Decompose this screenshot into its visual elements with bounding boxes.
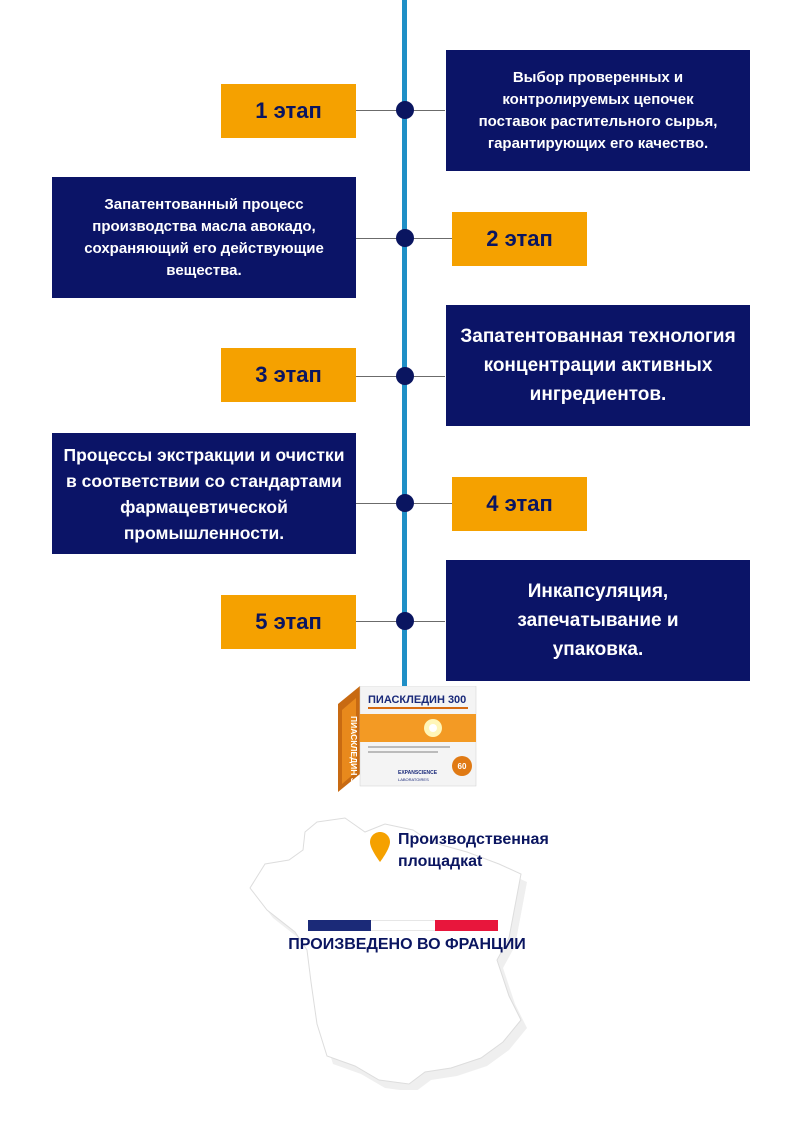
- stage-label-2: 2 этап: [452, 212, 587, 266]
- stage-desc-2-line: сохраняющий его действующие: [84, 239, 324, 257]
- production-site-line: Производственная: [398, 831, 549, 848]
- stage-desc-3-line: Запатентованная технология: [460, 326, 736, 347]
- stage-label-5: 5 этап: [221, 595, 356, 649]
- stage-desc-3: Запатентованная технология концентрации …: [446, 305, 750, 426]
- stage-desc-4-line: Процессы экстракции и очистки: [63, 444, 345, 465]
- stage-desc-1-line: контролируемых цепочек: [502, 90, 694, 108]
- stage-desc-5: Инкапсуляция, запечатывание и упаковка.: [446, 560, 750, 681]
- stage-desc-5-line: Инкапсуляция,: [527, 581, 669, 602]
- stage-desc-1-line: гарантирующих его качество.: [487, 134, 709, 152]
- package-count: 60: [458, 762, 467, 771]
- timeline-dot-4: [396, 494, 414, 512]
- production-site-line: площадкаt: [398, 853, 483, 870]
- timeline-dot-3: [396, 367, 414, 385]
- stage-desc-1-line: поставок растительного сырья,: [478, 112, 718, 130]
- stage-desc-4-line: в соответствии со стандартами: [66, 470, 342, 491]
- stage-desc-4-line: промышленности.: [123, 522, 285, 543]
- timeline-dot-1: [396, 101, 414, 119]
- stage-desc-2-line: производства масла авокадо,: [92, 217, 316, 235]
- stage-label-1: 1 этап: [221, 84, 356, 138]
- stage-desc-5-line: запечатывание и: [517, 610, 679, 631]
- stage-label-3: 3 этап: [221, 348, 356, 402]
- stage-desc-4-line: фармацевтической: [120, 496, 288, 517]
- stage-label-4: 4 этап: [452, 477, 587, 531]
- made-in-france-text: ПРОИЗВЕДЕНО ВО ФРАНЦИИ: [288, 936, 526, 953]
- stage-desc-4: Процессы экстракции и очистки в соответс…: [52, 433, 356, 554]
- timeline-line: [402, 0, 407, 690]
- stage-desc-5-line: упаковка.: [552, 639, 644, 660]
- stage-desc-1-line: Выбор проверенных и: [512, 68, 684, 86]
- stage-desc-3-line: концентрации активных: [483, 355, 713, 376]
- product-package: ПИАСКЛЕДИН 300 ПИАСКЛЕДИН 300 60 EXPANSC…: [338, 686, 477, 792]
- flag-stripe-white: [371, 920, 435, 931]
- package-brand-sub: LABORATOIRES: [398, 777, 429, 782]
- flag-stripe-blue: [308, 920, 372, 931]
- production-site-label: Производственная площадкаt: [398, 829, 549, 873]
- package-brand: EXPANSCIENCE: [398, 770, 438, 776]
- package-side-name: ПИАСКЛЕДИН 300: [349, 716, 359, 792]
- location-pin-icon: [370, 832, 390, 862]
- package-title: ПИАСКЛЕДИН 300: [368, 694, 466, 706]
- stage-desc-2-line: вещества.: [166, 261, 242, 279]
- french-flag-bar: [308, 920, 498, 931]
- timeline-dot-2: [396, 229, 414, 247]
- flag-stripe-red: [434, 920, 498, 931]
- stage-desc-2: Запатентованный процесс производства мас…: [52, 177, 356, 298]
- stage-desc-3-line: ингредиентов.: [529, 384, 667, 405]
- stage-desc-2-line: Запатентованный процесс: [104, 195, 304, 213]
- timeline-dot-5: [396, 612, 414, 630]
- france-map: [249, 817, 527, 1090]
- stage-desc-1: Выбор проверенных и контролируемых цепоч…: [446, 50, 750, 171]
